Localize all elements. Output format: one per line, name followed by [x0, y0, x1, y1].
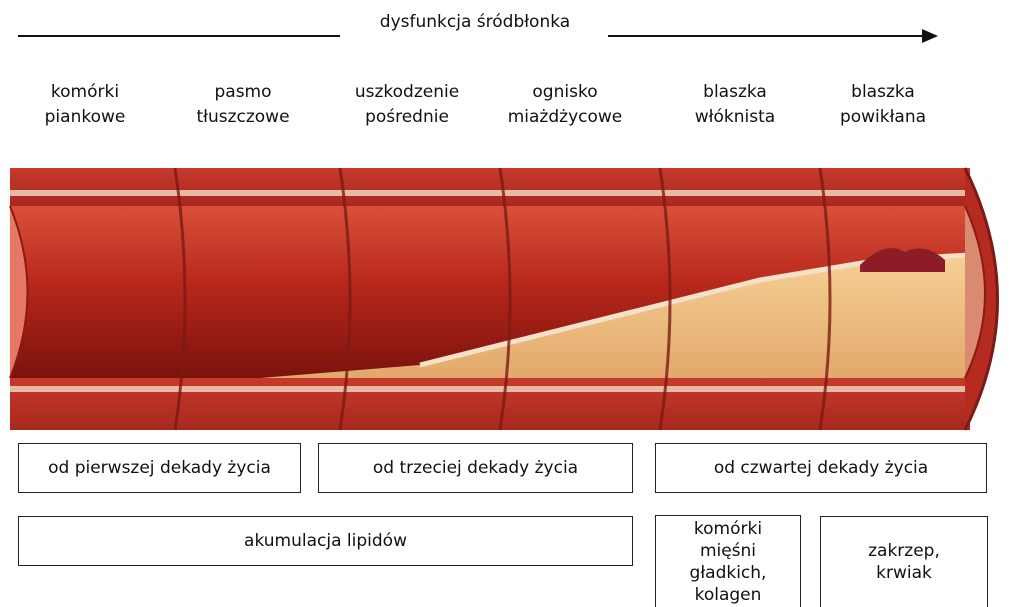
age-box-first-decade: od pierwszej dekady życia [18, 443, 301, 493]
diagram-title: dysfunkcja śródbłonka [345, 12, 605, 32]
timeline-arrow-right-segment [608, 35, 924, 37]
smooth-muscle-collagen-box: komórki mięśni gładkich, kolagen [655, 515, 801, 607]
age-box-third-decade: od trzeciej dekady życia [318, 443, 633, 493]
thrombus-hematoma-box: zakrzep, krwiak [820, 516, 988, 607]
stage-label-line: powikłana [808, 105, 958, 130]
stage-label-line: blaszka [660, 80, 810, 105]
box-line: mięśni [700, 540, 756, 562]
stage-label-fibrous-plaque: blaszka włóknista [660, 80, 810, 130]
stage-label-foam-cells: komórki piankowe [10, 80, 160, 130]
intima-line-top [10, 190, 970, 196]
box-line: kolagen [695, 584, 762, 606]
timeline-arrow-left-segment [18, 35, 340, 37]
stage-label-line: blaszka [808, 80, 958, 105]
stage-label-intermediate-lesion: uszkodzenie pośrednie [332, 80, 482, 130]
stage-label-line: pośrednie [332, 105, 482, 130]
stage-label-line: ognisko [490, 80, 640, 105]
box-line: krwiak [876, 562, 932, 584]
stage-label-atheroma: ognisko miażdżycowe [490, 80, 640, 130]
stage-label-line: pasmo [168, 80, 318, 105]
stage-label-complicated-plaque: blaszka powikłana [808, 80, 958, 130]
stage-label-fatty-streak: pasmo tłuszczowe [168, 80, 318, 130]
stage-label-line: tłuszczowe [168, 105, 318, 130]
stage-label-line: piankowe [10, 105, 160, 130]
stage-label-line: komórki [10, 80, 160, 105]
box-line: gładkich, [690, 562, 767, 584]
stage-label-line: uszkodzenie [332, 80, 482, 105]
stage-label-line: miażdżycowe [490, 105, 640, 130]
artery-illustration [0, 160, 1032, 435]
box-line: komórki [694, 518, 762, 540]
vessel-wall-top [10, 168, 970, 206]
lipid-accumulation-box: akumulacja lipidów [18, 516, 633, 566]
stage-label-line: włóknista [660, 105, 810, 130]
arrow-head-icon [922, 29, 938, 43]
box-line: zakrzep, [868, 540, 940, 562]
age-box-fourth-decade: od czwartej dekady życia [655, 443, 987, 493]
